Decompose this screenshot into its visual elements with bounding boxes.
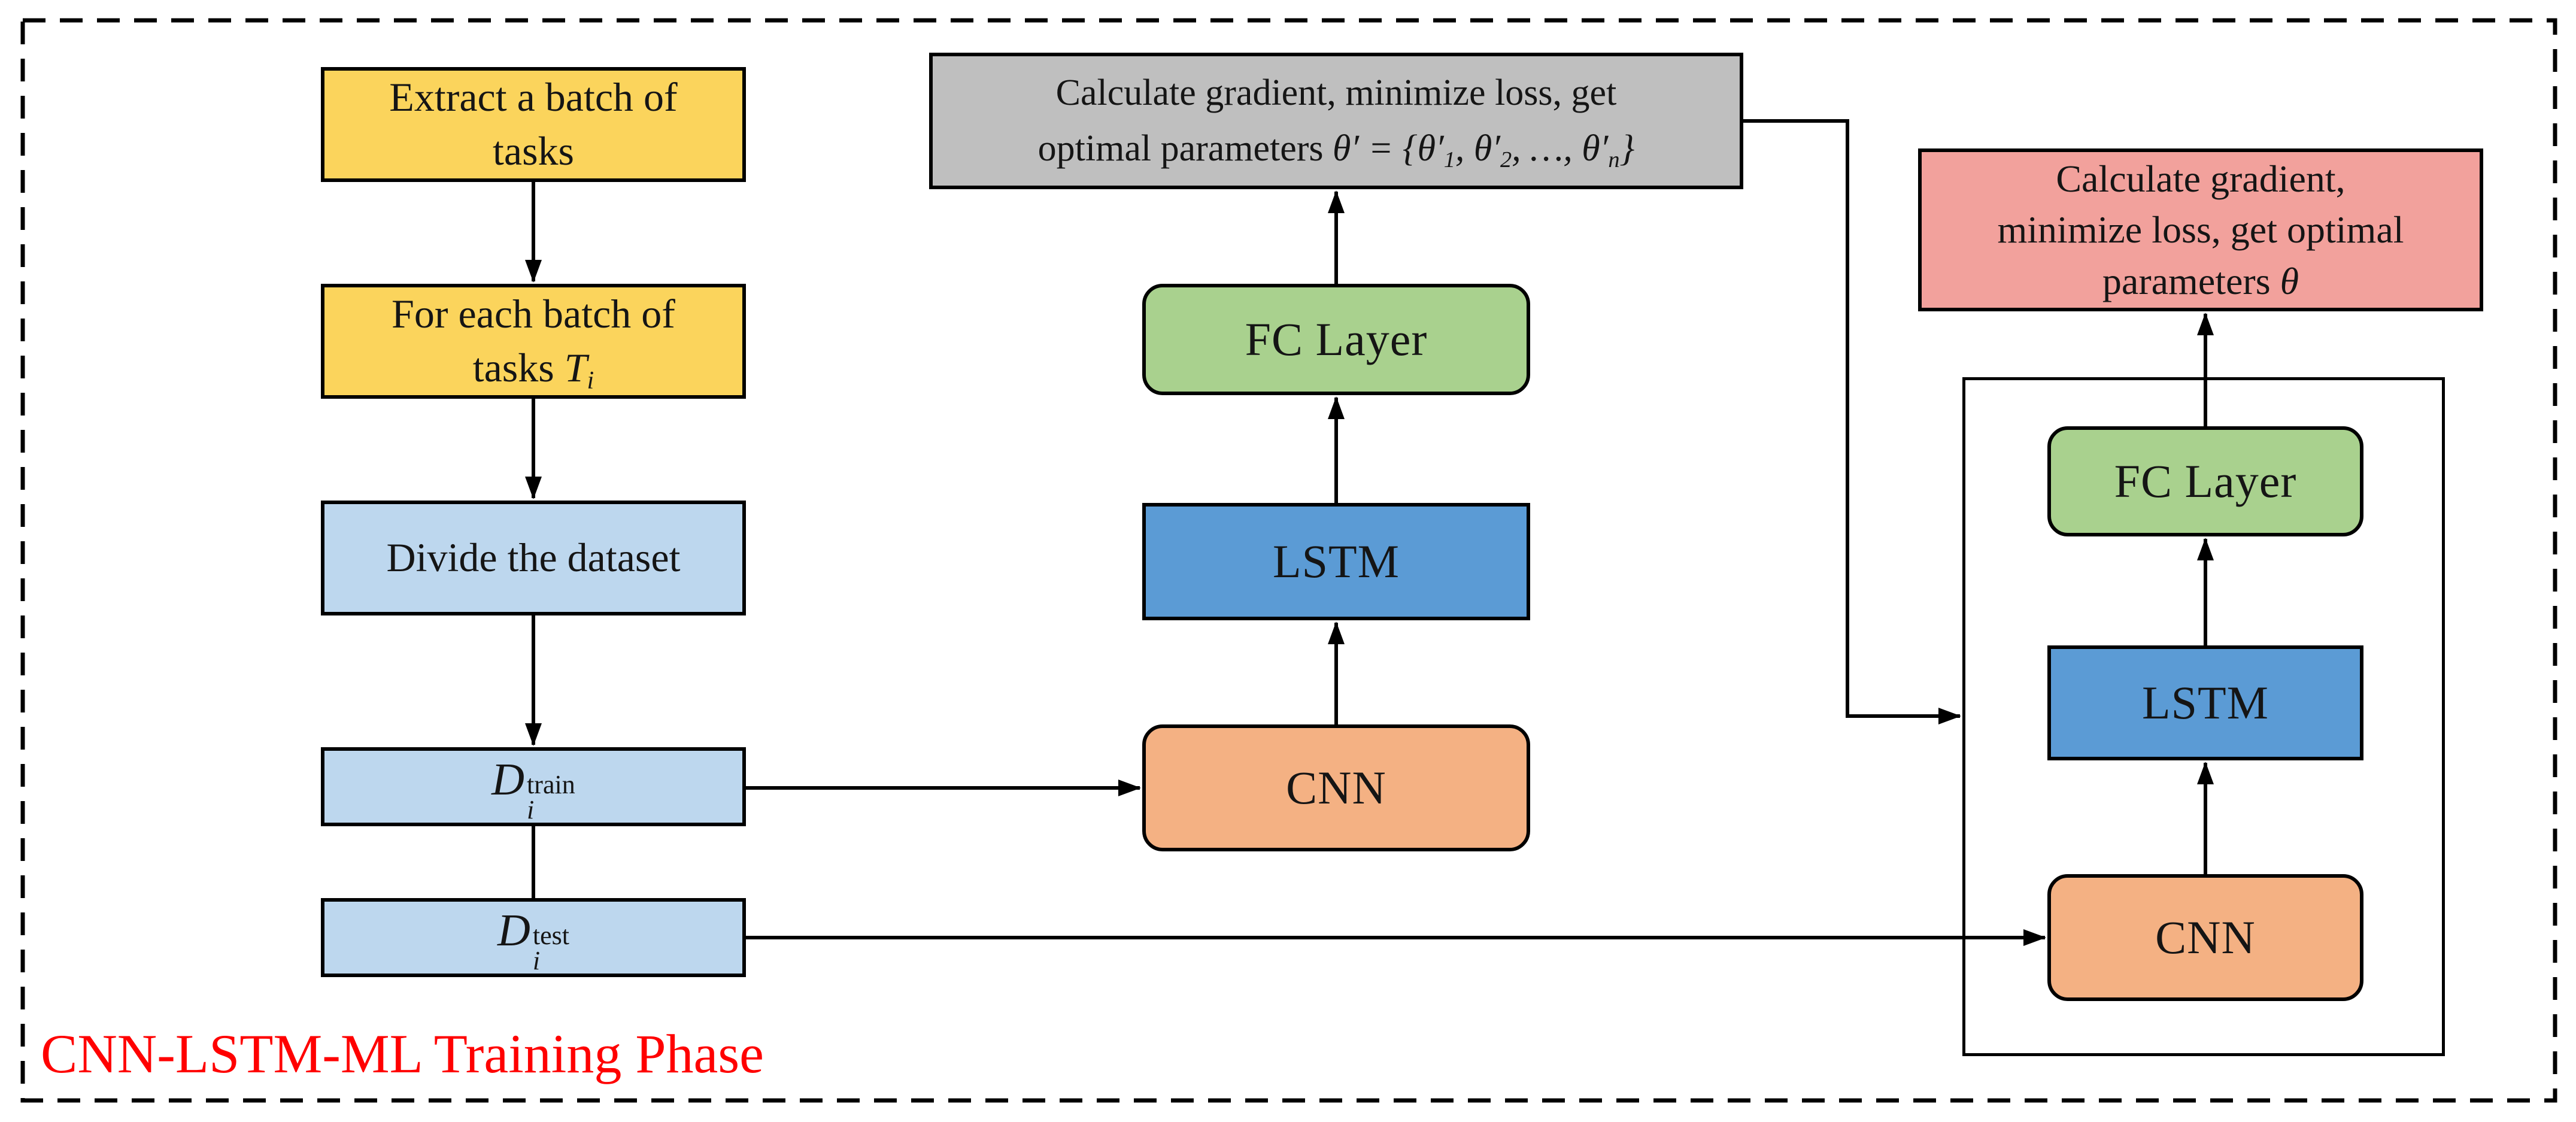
d-train-sub: i	[527, 795, 535, 825]
meta-update-box: Calculate gradient, minimize loss, get o…	[929, 53, 1743, 189]
meta-update-line2-prefix: optimal parameters	[1037, 128, 1333, 169]
theta-expression: θ′ = {θ′1, θ′2, …, θ′n}	[1333, 128, 1635, 172]
connector-graybox-to-group	[1743, 119, 1961, 724]
d-test-base: D	[497, 905, 530, 956]
final-update-box: Calculate gradient, minimize loss, get o…	[1918, 148, 2483, 311]
fc-layer-label: FC Layer	[1245, 313, 1428, 365]
expr-sub-2: 2	[1500, 147, 1512, 172]
fc-layer-box-right: FC Layer	[2047, 426, 2363, 536]
expr-part: , …, θ′	[1512, 128, 1609, 169]
final-update-line2: minimize loss, get optimal	[1997, 208, 2404, 251]
lstm-label: LSTM	[1272, 535, 1400, 587]
for-each-line1: For each batch of	[392, 291, 675, 337]
cnn-label: CNN	[2155, 911, 2256, 963]
task-variable: T	[564, 345, 587, 390]
final-update-line3-prefix: parameters	[2102, 259, 2280, 302]
cnn-box-middle: CNN	[1142, 724, 1530, 851]
fc-layer-box-middle: FC Layer	[1142, 284, 1530, 395]
expr-sub-n: n	[1608, 147, 1620, 172]
expr-sub-1: 1	[1443, 147, 1455, 172]
d-test-sup: test	[532, 921, 570, 951]
final-update-line3: parameters θ	[2102, 256, 2299, 307]
for-each-line2: tasks Ti	[473, 341, 594, 395]
expr-part: θ′ = {θ′	[1333, 128, 1444, 169]
d-train-sup: train	[527, 770, 575, 800]
d-train-base: D	[491, 754, 525, 805]
divide-dataset-box: Divide the dataset	[321, 501, 746, 615]
lstm-label: LSTM	[2141, 676, 2269, 729]
fc-layer-label: FC Layer	[2114, 454, 2297, 507]
cnn-label: CNN	[1286, 761, 1386, 814]
extract-batch-line1: Extract a batch of	[389, 74, 678, 120]
outer-dashed-border	[20, 18, 2557, 1103]
task-variable-sub: i	[587, 366, 594, 395]
lstm-box-right: LSTM	[2047, 645, 2363, 760]
expr-part: }	[1619, 128, 1635, 169]
for-each-line2-prefix: tasks	[472, 345, 565, 390]
right-network-group-box	[1962, 377, 2445, 1056]
training-phase-caption: CNN-LSTM-ML Training Phase	[41, 1023, 764, 1084]
divide-dataset-label: Divide the dataset	[386, 535, 681, 581]
d-test-sub: i	[532, 946, 541, 976]
extract-batch-line2: tasks	[493, 128, 574, 174]
theta-symbol: θ	[2280, 259, 2299, 302]
meta-update-line1: Calculate gradient, minimize loss, get	[1055, 72, 1617, 113]
expr-part: , θ′	[1455, 128, 1500, 169]
extract-batch-box: Extract a batch of tasks	[321, 67, 746, 182]
cnn-box-right: CNN	[2047, 874, 2363, 1001]
final-update-line1: Calculate gradient,	[2056, 157, 2346, 201]
lstm-box-middle: LSTM	[1142, 503, 1530, 620]
for-each-batch-box: For each batch of tasks Ti	[321, 284, 746, 399]
meta-update-line2: optimal parameters θ′ = {θ′1, θ′2, …, θ′…	[1038, 121, 1635, 177]
